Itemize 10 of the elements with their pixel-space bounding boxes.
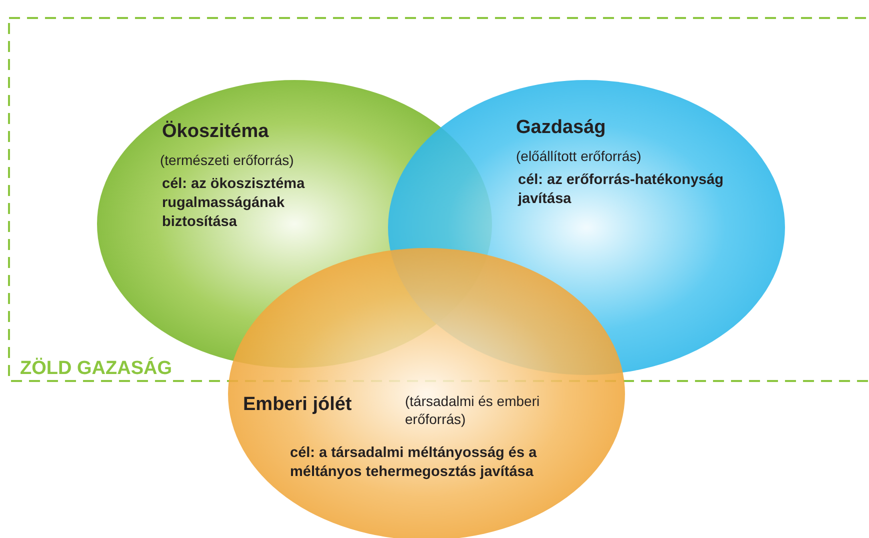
resource-subtitle: (természeti erőforrás) (160, 151, 295, 170)
goal-text: cél: a társadalmi méltányosság és a méltányos tehermegosztás javítása (290, 444, 538, 482)
circle-title: Emberi jólét (243, 393, 353, 417)
circle-title: Ökoszitéma (162, 120, 270, 144)
region-label: ZÖLD GAZASÁG (20, 357, 173, 381)
goal-text: cél: az erőforrás-hatékonyság javítása (518, 171, 724, 209)
resource-subtitle: (társadalmi és emberi erőforrás) (405, 392, 541, 428)
circle-title: Gazdaság (516, 116, 607, 140)
goal-text: cél: az ökoszisztéma rugalmasságának biztosítása (162, 175, 306, 232)
resource-subtitle: (előállított erőforrás) (516, 147, 642, 166)
